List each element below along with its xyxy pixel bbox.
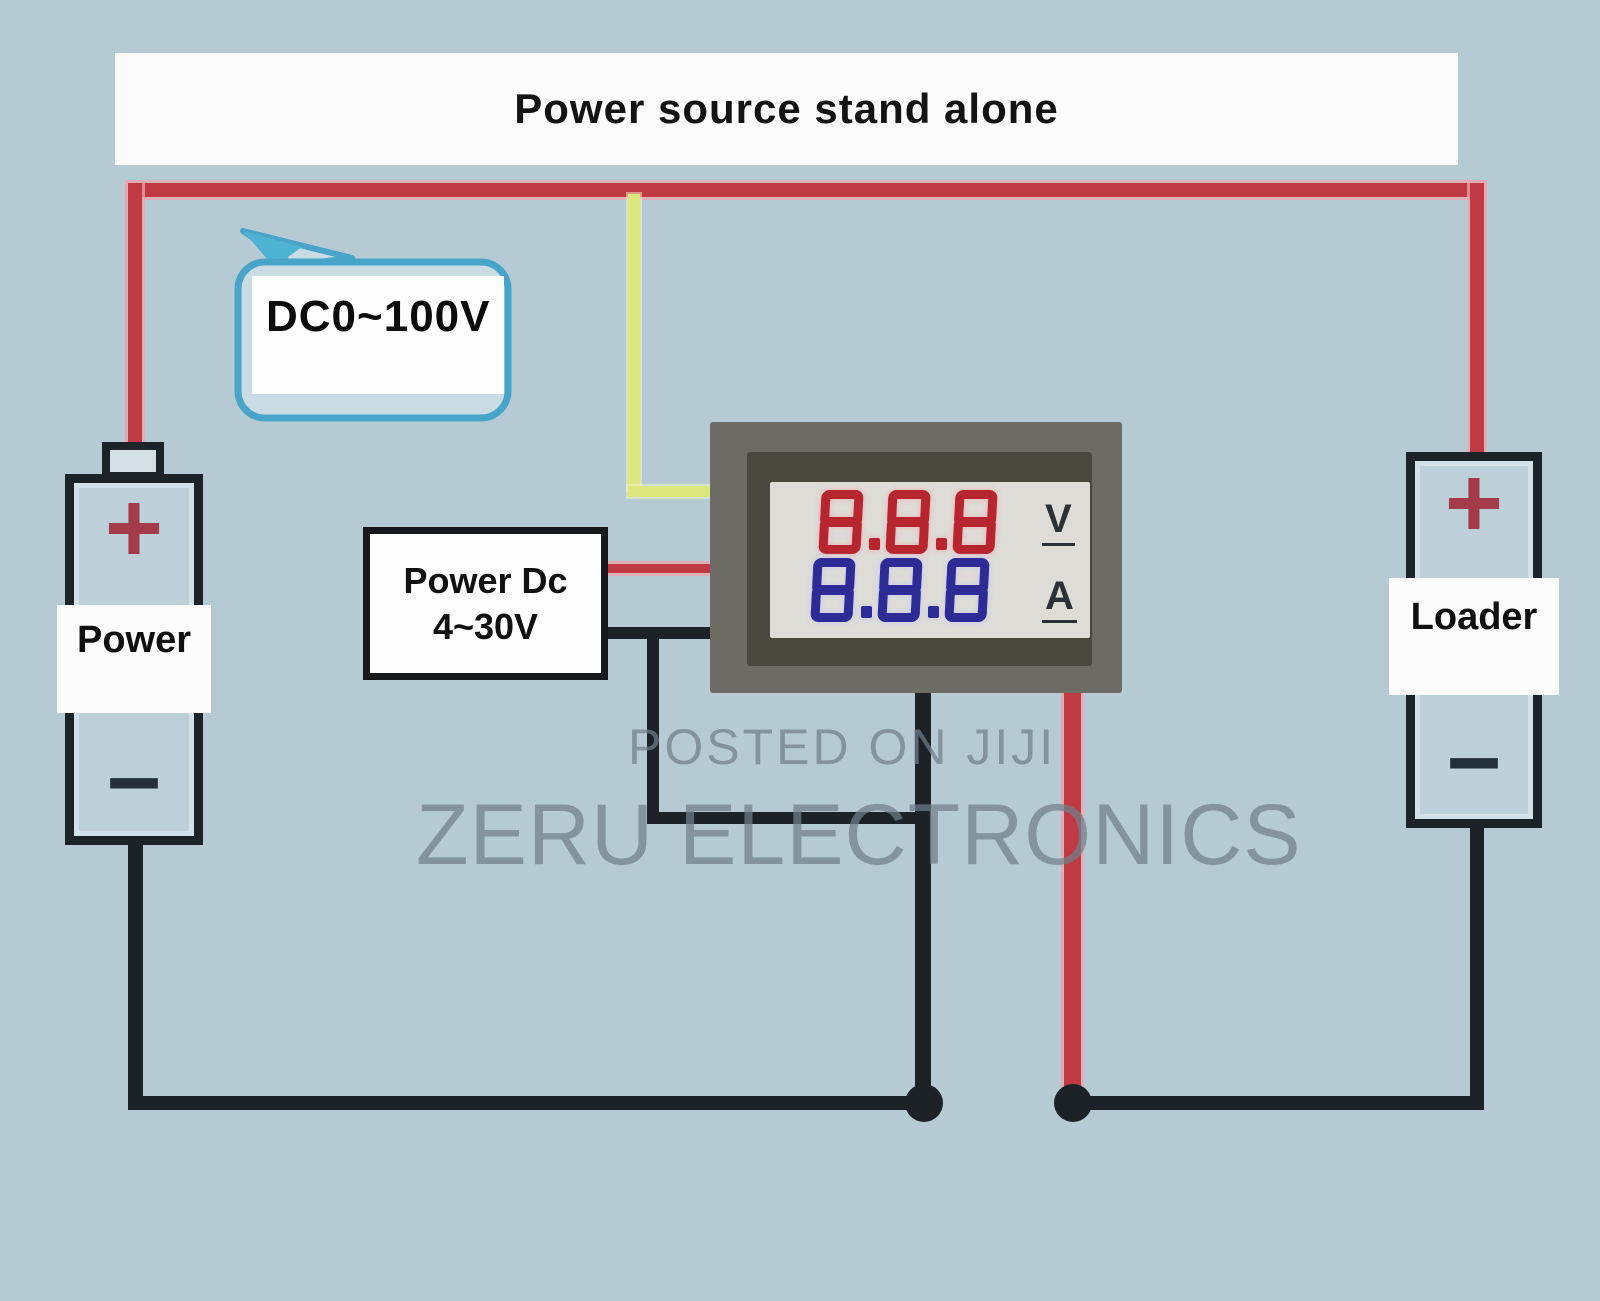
diagram-title: Power source stand alone [514, 85, 1059, 132]
volt-unit-label: V [1042, 497, 1075, 546]
psu-black-wire-to-meter [605, 627, 715, 639]
power-battery-label: Power [76, 619, 192, 661]
bottom-wire-left [128, 1096, 918, 1110]
seven-segment-digit [952, 490, 998, 554]
callout-inner-panel: DC0~100V [252, 276, 504, 394]
black-branch-wire-vertical [647, 627, 659, 824]
psu-red-wire-to-meter [602, 561, 718, 576]
red-wire-right-vertical [1467, 180, 1487, 458]
power-supply-line2: 4~30V [432, 605, 539, 647]
title-box: Power source stand alone [115, 53, 1458, 165]
junction-dot-red [1054, 1084, 1092, 1122]
power-battery-minus-sign: − [106, 730, 162, 836]
current-readout [810, 558, 990, 622]
watermark-brand: ZERU ELECTRONICS [416, 787, 1302, 883]
seven-segment-digit [944, 558, 990, 622]
yellow-wire-vertical [626, 192, 642, 492]
callout-arrowhead-icon [243, 231, 302, 267]
junction-dot-black [905, 1084, 943, 1122]
bottom-wire-right [1072, 1096, 1484, 1110]
red-wire-left-vertical [125, 180, 145, 448]
meter-red-sense-wire [1061, 687, 1084, 1093]
loader-negative-wire-vertical [1470, 826, 1484, 1110]
seven-segment-digit [818, 490, 864, 554]
callout-range-text: DC0~100V [266, 292, 491, 341]
voltage-readout [818, 490, 998, 554]
power-battery-label-band: Power [57, 605, 211, 713]
decimal-point [928, 606, 939, 618]
power-battery-plus-sign: + [104, 472, 164, 584]
seven-segment-digit [877, 558, 923, 622]
power-supply-box: Power Dc 4~30V [363, 527, 608, 680]
loader-battery-label-band: Loader [1389, 578, 1559, 695]
loader-battery-plus-sign: + [1444, 447, 1504, 559]
amp-unit-label: A [1042, 574, 1077, 623]
seven-segment-digit [810, 558, 856, 622]
loader-battery-label: Loader [1410, 596, 1538, 638]
decimal-point [936, 538, 947, 550]
loader-battery-minus-sign: − [1446, 710, 1502, 816]
watermark-posted-on: POSTED ON JIJI [628, 719, 1057, 775]
black-branch-wire-horizontal [647, 812, 931, 824]
power-negative-wire-vertical [128, 840, 143, 1103]
red-wire-top-horizontal [125, 180, 1487, 200]
yellow-wire-horizontal [626, 484, 716, 499]
decimal-point [869, 538, 880, 550]
meter-black-sense-wire [915, 690, 931, 1090]
power-supply-line1: Power Dc [403, 559, 568, 601]
seven-segment-digit [885, 490, 931, 554]
decimal-point [861, 606, 872, 618]
